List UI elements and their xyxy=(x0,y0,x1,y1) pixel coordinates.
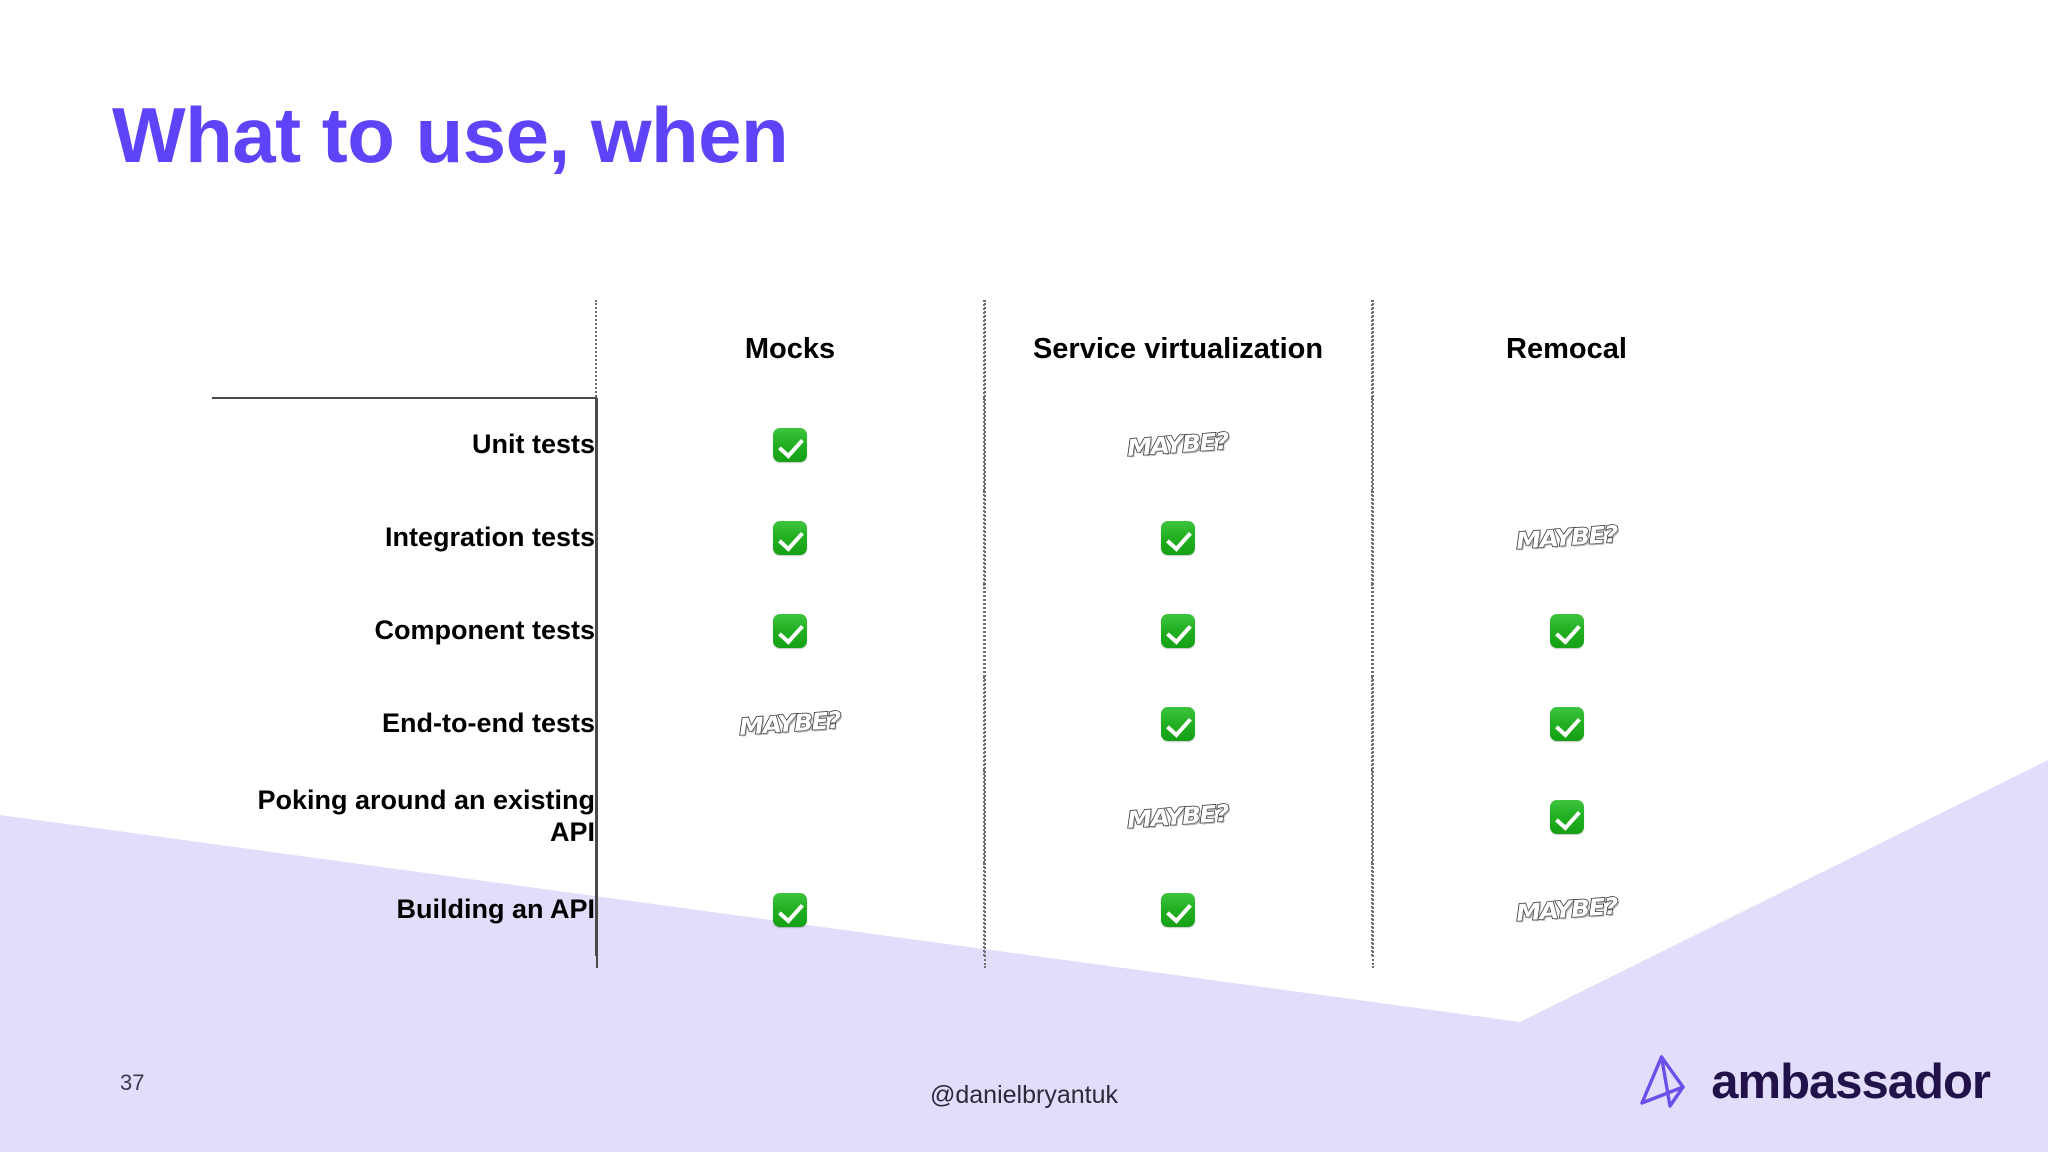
brand-name: ambassador xyxy=(1711,1054,1991,1109)
green-check-icon xyxy=(773,613,807,648)
page-title: What to use, when xyxy=(112,91,789,179)
maybe-sticker-icon: MAYBE? xyxy=(738,706,842,741)
comparison-table: Mocks Service virtualization Remocal Uni… xyxy=(212,300,1760,956)
table-cell: MAYBE? xyxy=(595,677,984,770)
table-row: End-to-end tests MAYBE? xyxy=(212,677,1760,770)
social-handle: @danielbryantuk xyxy=(930,1081,1118,1109)
page-number: 37 xyxy=(120,1070,145,1095)
table-header: Mocks Service virtualization Remocal xyxy=(212,300,1760,399)
table-row: Integration tests MAYBE? xyxy=(212,491,1760,584)
table-cell xyxy=(595,491,984,584)
table-row: Building an API MAYBE? xyxy=(212,863,1760,956)
green-check-icon xyxy=(1161,613,1195,648)
green-check-icon xyxy=(773,427,807,462)
table-cell xyxy=(595,398,984,491)
table-header-row: Mocks Service virtualization Remocal xyxy=(212,300,1760,399)
green-check-icon xyxy=(1549,706,1584,741)
green-check-icon xyxy=(1161,892,1195,927)
table-cell xyxy=(1371,398,1760,491)
empty-cell-marker xyxy=(790,820,791,821)
column-header-service-virtualization: Service virtualization xyxy=(983,300,1372,398)
comparison-table-container: Mocks Service virtualization Remocal Uni… xyxy=(212,300,1760,956)
row-label: Unit tests xyxy=(471,429,595,460)
table-cell xyxy=(983,677,1372,770)
table-cell xyxy=(595,770,984,863)
table-cell xyxy=(1371,584,1760,677)
maybe-sticker-icon: MAYBE? xyxy=(1514,892,1618,927)
table-cell: MAYBE? xyxy=(983,770,1372,863)
table-row: Poking around an existing API MAYBE? xyxy=(212,770,1760,863)
ambassador-a-mark-icon xyxy=(1640,1055,1685,1108)
brand-lockup: ambassador xyxy=(1631,1051,1991,1113)
maybe-sticker-icon: MAYBE? xyxy=(1126,427,1230,462)
row-label: Building an API xyxy=(396,893,596,924)
table-corner-cell xyxy=(212,300,596,399)
empty-cell-marker xyxy=(1566,448,1567,449)
table-cell xyxy=(983,584,1372,677)
green-check-icon xyxy=(1161,520,1195,555)
green-check-icon xyxy=(1549,799,1584,834)
table-cell: MAYBE? xyxy=(1371,491,1760,584)
maybe-sticker-icon: MAYBE? xyxy=(1126,799,1230,834)
table-cell xyxy=(595,584,984,677)
table-cell xyxy=(595,863,984,956)
table-cell: MAYBE? xyxy=(983,398,1372,491)
row-label: End-to-end tests xyxy=(382,707,595,738)
green-check-icon xyxy=(773,892,807,927)
column-header-mocks: Mocks xyxy=(595,300,984,398)
table-cell xyxy=(1371,770,1760,863)
column-header-remocal: Remocal xyxy=(1371,300,1760,398)
table-row: Unit tests MAYBE? xyxy=(212,398,1760,491)
row-label: Integration tests xyxy=(384,521,595,552)
green-check-icon xyxy=(1161,706,1195,741)
row-label: Component tests xyxy=(374,614,595,645)
green-check-icon xyxy=(773,520,807,555)
row-label: Poking around an existing API xyxy=(257,784,595,847)
table-cell xyxy=(983,491,1372,584)
maybe-sticker-icon: MAYBE? xyxy=(1514,520,1618,555)
table-cell xyxy=(983,863,1372,956)
table-row: Component tests xyxy=(212,584,1760,677)
green-check-icon xyxy=(1549,613,1584,648)
table-cell xyxy=(1371,677,1760,770)
table-cell: MAYBE? xyxy=(1371,863,1760,956)
